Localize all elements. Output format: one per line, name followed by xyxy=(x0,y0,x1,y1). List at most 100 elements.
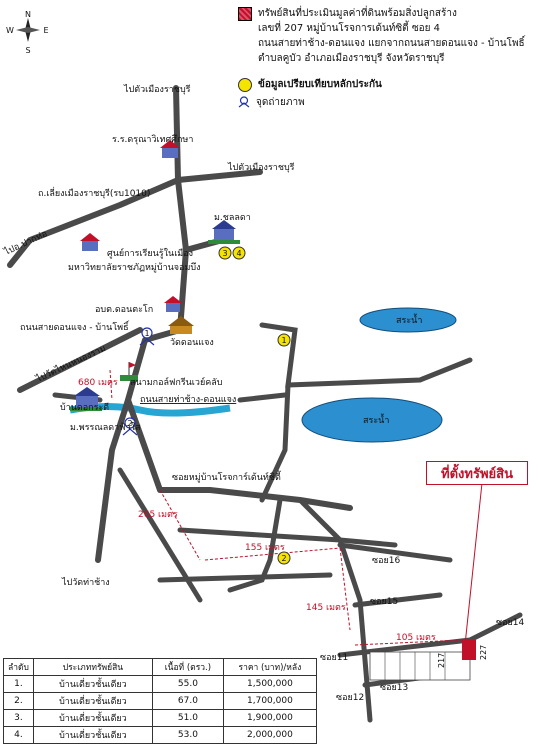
comparable-marker-2: 2 xyxy=(277,551,291,565)
photo-point-icon xyxy=(238,96,250,108)
table-cell: บ้านเดี่ยวชั้นเดียว xyxy=(32,726,153,744)
comparable-marker-4: 4 xyxy=(232,246,246,260)
east-road xyxy=(259,322,473,388)
label-pond: สระน้ำ xyxy=(363,413,389,426)
label-obt: อบต.ดอนตะโก xyxy=(95,304,153,315)
table-row: 2. บ้านเดี่ยวชั้นเดียว 67.0 1,700,000 xyxy=(3,692,317,710)
golf-icon xyxy=(120,362,138,381)
dist-line-155 xyxy=(204,547,341,561)
property-location-label: ที่ตั้งทรัพย์สิน xyxy=(426,461,528,485)
label-temple: วัดดอนแจง xyxy=(170,338,214,348)
label-pornnalada: ม.พรรณลดาฟ้าใส xyxy=(70,422,141,433)
chonlada-houses-icon xyxy=(208,220,240,244)
house-plots xyxy=(369,640,476,681)
table-cell: 1,700,000 xyxy=(222,692,317,710)
svg-text:2: 2 xyxy=(281,554,286,563)
donjaeng-road xyxy=(17,327,143,393)
dist-line-105 xyxy=(354,639,463,646)
photo-point-label: 2 xyxy=(127,419,132,428)
compass-n: N xyxy=(25,10,31,19)
subject-property-marker xyxy=(462,640,476,660)
label-soi16: ซอย16 xyxy=(372,556,401,566)
label-soi12: ซอย12 xyxy=(336,693,364,703)
road-to-ratchaburi xyxy=(175,169,263,183)
legend-property-line: ตำบลคูบัว อำเภอเมืองราชบุรี จังหวัดราชบุ… xyxy=(258,53,445,64)
table-cell: 1. xyxy=(3,675,34,693)
learning-center-icon xyxy=(80,233,100,251)
table-header: ราคา (บาท)/หลัง xyxy=(222,658,317,676)
label-to-wat-thachang: ไปวัดท่าช้าง xyxy=(61,577,110,588)
label-bypass: ถ.เลี่ยงเมืองราชบุรี(รบ1010) xyxy=(38,186,150,199)
label-pond: สระน้ำ xyxy=(396,313,422,326)
svg-text:1: 1 xyxy=(281,336,286,345)
label-school: ร.ร.ดรุณาวิเทศศึกษา xyxy=(112,134,193,145)
table-cell: 53.0 xyxy=(151,726,224,744)
compass-e: E xyxy=(43,26,48,35)
east-spur xyxy=(237,392,288,403)
soi16-road xyxy=(337,542,453,563)
table-header: เนื้อที่ (ตรว.) xyxy=(151,658,224,676)
table-cell: 1,500,000 xyxy=(222,675,317,693)
table-row: 4. บ้านเดี่ยวชั้นเดียว 53.0 2,000,000 xyxy=(3,726,317,744)
table-cell: บ้านเดี่ยวชั้นเดียว xyxy=(32,709,153,727)
label-village-soi: ซอยหมู่บ้านโรจการ์เด้นท์ซิตี้ xyxy=(172,470,282,483)
pond xyxy=(301,397,443,443)
east-vertical xyxy=(259,382,291,503)
table-cell: บ้านเดี่ยวชั้นเดียว xyxy=(32,692,153,710)
table-cell: 67.0 xyxy=(151,692,224,710)
dist-line-265 xyxy=(159,489,201,561)
label-donjaeng-road: ถนนสายดอนแจง - บ้านโพธิ์ xyxy=(20,320,130,333)
label-soi13: ซอย13 xyxy=(380,683,408,693)
legend-photo-label: จุดถ่ายภาพ xyxy=(256,97,305,108)
table-cell: 55.0 xyxy=(151,675,224,693)
label-house-227: 227 xyxy=(479,645,488,660)
label-soi15: ซอย15 xyxy=(370,597,398,607)
label-to-pakthor: ไปอ.ปากท่อ xyxy=(2,228,49,258)
soi15-road xyxy=(352,592,443,608)
comparison-table: ลำดับ ประเภททรัพย์สิน เนื้อที่ (ตรว.) รา… xyxy=(3,658,317,744)
table-cell: 2. xyxy=(3,692,34,710)
table-header: ประเภททรัพย์สิน xyxy=(32,658,153,676)
label-learning-center-2: มหาวิทยาลัยราชภัฏหมู่บ้านจอมบึง xyxy=(68,262,201,273)
legend-comparable-label: ข้อมูลเปรียบเทียบหลักประกัน xyxy=(258,79,382,90)
village-cross-2 xyxy=(157,572,333,583)
label-learning-center: ศูนย์การเรียนรู้ในเมือง xyxy=(107,247,193,259)
table-cell: 3. xyxy=(3,709,34,727)
table-cell: 4. xyxy=(3,726,34,744)
label-ban-dongkrad: บ้านดอกระดี xyxy=(60,402,109,413)
pond xyxy=(359,307,457,333)
label-soi11: ซอย11 xyxy=(320,653,348,663)
legend-property-line: ถนนสายท่าช้าง-ดอนแจง แยกจากถนนสายดอนแจง … xyxy=(258,38,525,49)
bypass-road xyxy=(7,177,181,268)
label-dist-680: 680 เมตร xyxy=(78,378,118,388)
label-house-217: 217 xyxy=(437,653,446,668)
table-cell: 2,000,000 xyxy=(222,726,317,744)
label-chonlada: ม.ชลลดา xyxy=(214,213,251,223)
legend-property-line: ทรัพย์สินที่ประเมินมูลค่าที่ดินพร้อมสิ่ง… xyxy=(258,8,457,19)
school-icon xyxy=(160,140,180,158)
main-road xyxy=(95,85,189,563)
table-cell: 51.0 xyxy=(151,709,224,727)
village-spine xyxy=(297,497,373,723)
obt-icon xyxy=(164,296,182,312)
photo-point-1: 1 xyxy=(139,327,155,346)
table-cell: บ้านเดี่ยวชั้นเดียว xyxy=(32,675,153,693)
compass-w: W xyxy=(6,26,14,35)
map-legend: ทรัพย์สินที่ประเมินมูลค่าที่ดินพร้อมสิ่ง… xyxy=(236,6,536,110)
compass-s: S xyxy=(25,46,30,55)
comparable-marker-1: 1 xyxy=(277,333,291,347)
svg-text:3: 3 xyxy=(222,249,227,258)
dist-line-680 xyxy=(109,369,113,401)
compass-rose: N S W E xyxy=(6,10,48,55)
legend-photo: จุดถ่ายภาพ xyxy=(236,95,536,110)
label-dist-155: 155 เมตร xyxy=(245,543,285,553)
table-header: ลำดับ xyxy=(3,658,34,676)
table-header-row: ลำดับ ประเภททรัพย์สิน เนื้อที่ (ตรว.) รา… xyxy=(3,658,317,676)
legend-comparable: ข้อมูลเปรียบเทียบหลักประกัน xyxy=(236,77,536,92)
label-dist-145: 145 เมตร xyxy=(306,603,346,613)
label-thachang-road: ถนนสายท่าช้าง-ดอนแจง xyxy=(140,394,236,405)
label-to-ratchaburi: ไปตัวเมืองราชบุรี xyxy=(123,84,191,95)
label-dist-105: 105 เมตร xyxy=(396,633,436,643)
legend-property-line: เลขที่ 207 หมู่บ้านโรจการเด้นท์ซิตี้ ซอย… xyxy=(258,23,441,34)
